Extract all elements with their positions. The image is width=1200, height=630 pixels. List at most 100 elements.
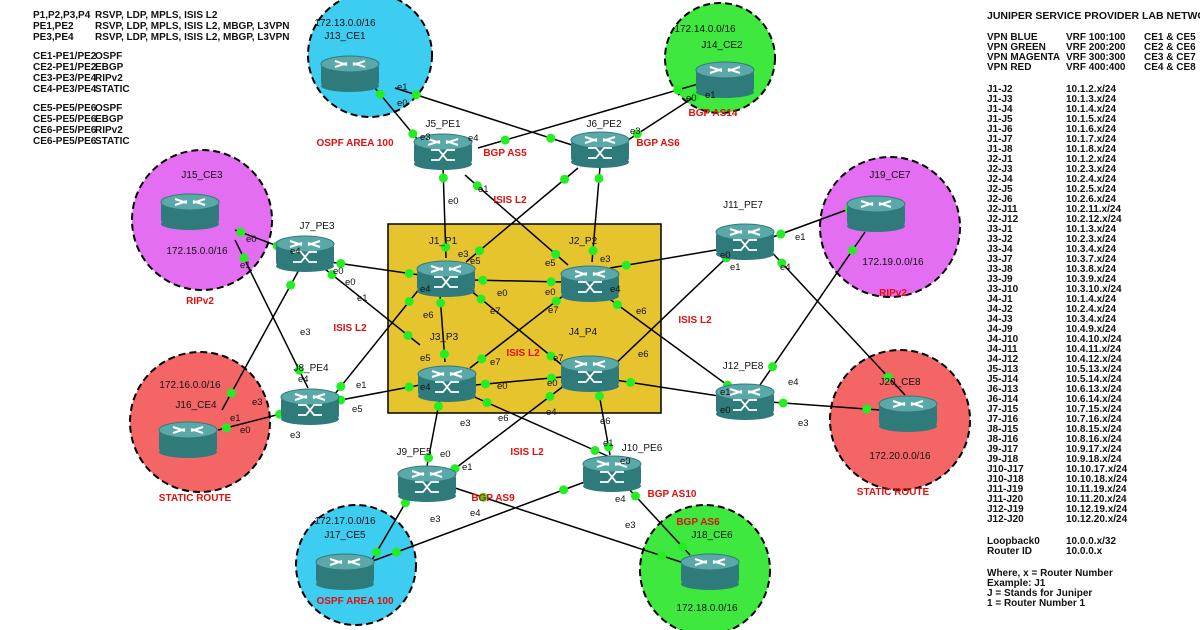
router-name: J1_P1: [429, 236, 458, 247]
id-name: Loopback0: [987, 536, 1040, 547]
link-name: J4-J12: [987, 354, 1019, 365]
site-subnet: 172.18.0.0/16: [676, 603, 738, 614]
interface-port: [547, 373, 557, 383]
router-J13_CE1[interactable]: [320, 55, 380, 92]
router-J9_PE5[interactable]: [397, 465, 457, 502]
router-J12_PE8[interactable]: [715, 383, 775, 420]
link-subnet: 10.6.14.x/24: [1066, 394, 1122, 405]
interface-port: [768, 362, 778, 372]
interface-port: [408, 129, 418, 139]
interface-label: e3: [460, 418, 471, 429]
router-J17_CE5[interactable]: [315, 553, 375, 590]
link-subnet: 10.4.10.x/24: [1066, 334, 1122, 345]
link-name: J12-J19: [987, 504, 1024, 515]
router-J2_P2[interactable]: [560, 265, 620, 302]
router-J7_PE3[interactable]: [275, 235, 335, 272]
router-arrows-icon: [334, 60, 366, 68]
link-name: J1-J8: [987, 144, 1013, 155]
interface-label: e3: [630, 126, 641, 137]
router-J16_CE4[interactable]: [158, 421, 218, 458]
router-arrows-icon: [411, 470, 443, 478]
legend-protocols: STATIC: [95, 136, 130, 147]
protocol-label: BGP AS5: [483, 148, 527, 159]
interface-label: e0: [547, 378, 558, 389]
router-J5_PE1[interactable]: [413, 133, 473, 170]
router-J19_CE7[interactable]: [846, 195, 906, 232]
interface-port: [482, 398, 492, 408]
router-name: J8_PE4: [293, 363, 328, 374]
interface-label: e7: [490, 357, 501, 368]
link-name: J5-J14: [987, 374, 1019, 385]
link-subnet: 10.7.15.x/24: [1066, 404, 1122, 415]
vpn-name: VPN BLUE: [987, 32, 1038, 43]
interface-port: [336, 259, 346, 269]
interface-label: e5: [470, 256, 481, 267]
link-subnet: 10.5.13.x/24: [1066, 364, 1122, 375]
router-J20_CE8[interactable]: [878, 395, 938, 432]
interface-label: e4: [420, 284, 431, 295]
legend-routers: CE2-PE1/PE2: [33, 62, 97, 73]
interface-port: [632, 129, 642, 139]
lab-title: JUNIPER SERVICE PROVIDER LAB NETWORK: [987, 10, 1200, 22]
router-J8_PE4[interactable]: [280, 388, 340, 425]
site-protocol-label: STATIC ROUTE: [857, 487, 930, 498]
interface-port: [294, 365, 304, 375]
interface-label: e4: [780, 262, 791, 273]
site-protocol-label: BGP AS14: [689, 108, 738, 119]
note-line: 1 = Router Number 1: [987, 598, 1086, 609]
legend-protocols: EBGP: [95, 114, 124, 125]
interface-label: e1: [230, 413, 241, 424]
site-router-name: J17_CE5: [324, 530, 366, 541]
interface-label: e4: [615, 494, 626, 505]
link-name: J2-J4: [987, 174, 1013, 185]
network-link: [234, 239, 309, 389]
network-link: [469, 291, 569, 369]
site-router-name: J14_CE2: [701, 40, 743, 51]
protocol-label: ISIS L2: [506, 348, 540, 359]
router-J18_CE6[interactable]: [680, 553, 740, 590]
router-J1_P1[interactable]: [416, 260, 476, 297]
link-subnet: 10.6.13.x/24: [1066, 384, 1122, 395]
legend-routers: PE1,PE2: [33, 21, 74, 32]
interface-port: [404, 268, 414, 278]
vpn-sites: CE3 & CE7: [1144, 52, 1196, 63]
site-subnet: 172.14.0.0/16: [674, 24, 736, 35]
router-J4_P4[interactable]: [560, 355, 620, 392]
router-J15_CE3[interactable]: [160, 193, 220, 230]
link-name: J4-J11: [987, 344, 1018, 355]
protocol-label: BGP AS6: [636, 138, 680, 149]
router-J14_CE2[interactable]: [695, 61, 755, 98]
legend-protocols: RSVP, LDP, MPLS, ISIS L2, MBGP, L3VPN: [95, 32, 290, 43]
link-subnet: 10.11.20.x/24: [1066, 494, 1127, 505]
link-name: J3-J1: [987, 224, 1013, 235]
link-subnet: 10.11.19.x/24: [1066, 484, 1127, 495]
interface-label: e4: [420, 382, 431, 393]
router-J10_PE6[interactable]: [582, 455, 642, 492]
switch-arrows-icon: [578, 281, 602, 293]
router-J11_PE7[interactable]: [715, 223, 775, 260]
site-subnet: 172.19.0.0/16: [862, 257, 924, 268]
router-J3_P3[interactable]: [417, 365, 477, 402]
link-subnet: 10.1.2.x/24: [1066, 154, 1117, 165]
link-subnet: 10.4.11.x/24: [1066, 344, 1122, 355]
router-J6_PE2[interactable]: [570, 131, 630, 168]
interface-label: e3: [420, 132, 431, 143]
note-line: J = Stands for Juniper: [987, 588, 1093, 599]
interface-label: e0: [620, 456, 631, 467]
interface-port: [778, 398, 788, 408]
